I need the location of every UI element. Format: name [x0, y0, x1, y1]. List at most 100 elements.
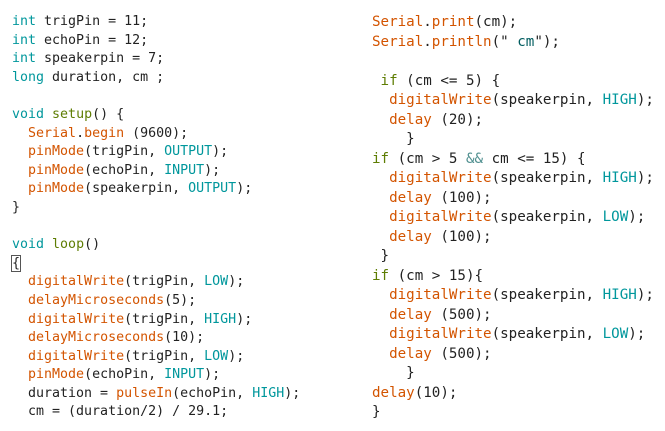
code-token: (trigPin, [124, 274, 205, 290]
code-line: } [372, 247, 654, 267]
code-token: (trigPin, [124, 311, 205, 327]
code-token [12, 367, 28, 382]
code-token: Serial [372, 14, 424, 30]
code-token: . [423, 33, 432, 50]
code-line: } [372, 364, 654, 384]
code-line: if (cm <= 5) { [372, 72, 654, 92]
code-token [12, 293, 28, 308]
code-token [372, 112, 389, 128]
code-line: digitalWrite(trigPin, HIGH); [12, 311, 300, 330]
code-token: () { [92, 106, 125, 122]
code-token: pulseIn [116, 385, 173, 401]
code-line: { [10, 254, 300, 274]
code-token: (cm > 5 [389, 150, 466, 167]
code-token: . [423, 14, 432, 30]
code-token: (cm <= 5) { [397, 72, 501, 89]
code-line: pinMode(speakerpin, OUTPUT); [12, 180, 300, 199]
code-token: duration, cm ; [44, 69, 165, 85]
code-token: } [12, 199, 21, 215]
code-token: ); [628, 326, 646, 342]
code-line: cm = (duration/2) / 29.1; [12, 403, 300, 422]
code-line: delay (100); [372, 228, 654, 248]
code-line [12, 87, 300, 106]
code-token: LOW [602, 326, 629, 342]
code-token: ); [236, 181, 253, 197]
code-token: (speakerpin, [491, 170, 603, 186]
code-token: ); [636, 170, 654, 186]
code-token: INPUT [164, 162, 205, 178]
code-line: void setup() { [12, 106, 300, 125]
code-line: delayMicroseconds(5); [12, 292, 300, 311]
code-line: pinMode(trigPin, OUTPUT); [12, 143, 300, 162]
code-token: println [431, 33, 492, 50]
code-line: delayMicroseconds(10); [12, 329, 300, 348]
code-token: (10); [164, 330, 205, 346]
code-token: void [12, 237, 45, 253]
code-column-right[interactable]: Serial.print(cm);Serial.println(" cm"); … [372, 13, 654, 423]
code-line: void loop() [12, 236, 300, 255]
code-token [12, 349, 28, 364]
code-token [12, 181, 28, 196]
code-token [372, 307, 389, 323]
code-token: (100); [431, 228, 492, 245]
code-token: int [12, 51, 37, 67]
code-line: delay (500); [372, 345, 654, 365]
code-token: ); [236, 311, 253, 327]
code-column-left[interactable]: int trigPin = 11;int echoPin = 12;int sp… [10, 13, 300, 422]
code-token: delay [372, 384, 415, 401]
code-line: if (cm > 15){ [372, 267, 654, 287]
code-line: digitalWrite(speakerpin, HIGH); [372, 169, 654, 189]
code-token: pinMode [28, 162, 85, 178]
code-line: Serial.begin (9600); [12, 125, 300, 144]
code-token: && [465, 150, 484, 167]
code-line: } [372, 130, 654, 150]
code-token: . [76, 125, 85, 141]
code-token: HIGH [252, 385, 285, 401]
code-token: duration = [12, 385, 117, 401]
code-token: print [431, 14, 475, 30]
code-token [372, 346, 389, 362]
code-token: cm [508, 33, 535, 50]
code-token [12, 144, 28, 159]
code-line: int trigPin = 11; [12, 13, 300, 32]
code-line: long duration, cm ; [12, 69, 300, 88]
code-token: (500); [431, 306, 492, 323]
code-token: digitalWrite [389, 170, 492, 186]
code-token: "); [534, 33, 560, 50]
code-token [372, 190, 389, 206]
code-token: int [12, 14, 37, 29]
code-token: delay [389, 306, 432, 323]
code-line: Serial.print(cm); [372, 13, 654, 33]
code-line: digitalWrite(speakerpin, LOW); [372, 325, 654, 345]
code-token: (20); [431, 111, 484, 128]
code-token: (echoPin, [84, 162, 165, 178]
code-token: (speakerpin, [84, 181, 189, 197]
code-token: (9600); [124, 125, 189, 141]
code-token: digitalWrite [389, 92, 492, 108]
code-token: (speakerpin, [491, 209, 603, 225]
code-line: digitalWrite(speakerpin, HIGH); [372, 91, 654, 111]
code-token: ); [228, 348, 245, 364]
code-token: OUTPUT [164, 144, 213, 160]
code-token: (trigPin, [84, 144, 165, 160]
code-token: delay [389, 111, 432, 128]
code-token: (echoPin, [84, 367, 165, 383]
code-line: if (cm > 5 && cm <= 15) { [372, 150, 654, 170]
code-token: HIGH [602, 92, 637, 108]
code-token: ); [204, 162, 221, 178]
code-token: trigPin = 11; [36, 14, 149, 29]
code-token: int [12, 32, 37, 48]
code-token: } [372, 365, 415, 381]
code-token: digitalWrite [389, 209, 492, 225]
code-token: LOW [204, 274, 229, 290]
code-token: ); [636, 287, 654, 303]
code-token: (trigPin, [124, 348, 205, 364]
code-token [372, 73, 381, 89]
code-token: setup [52, 106, 93, 122]
code-line: Serial.println(" cm"); [372, 33, 654, 53]
code-token: begin [84, 125, 125, 141]
code-token: speakerpin = 7; [36, 51, 165, 67]
code-token: delayMicroseconds [28, 292, 165, 308]
code-token: if [372, 150, 390, 167]
code-token: if [372, 267, 390, 284]
